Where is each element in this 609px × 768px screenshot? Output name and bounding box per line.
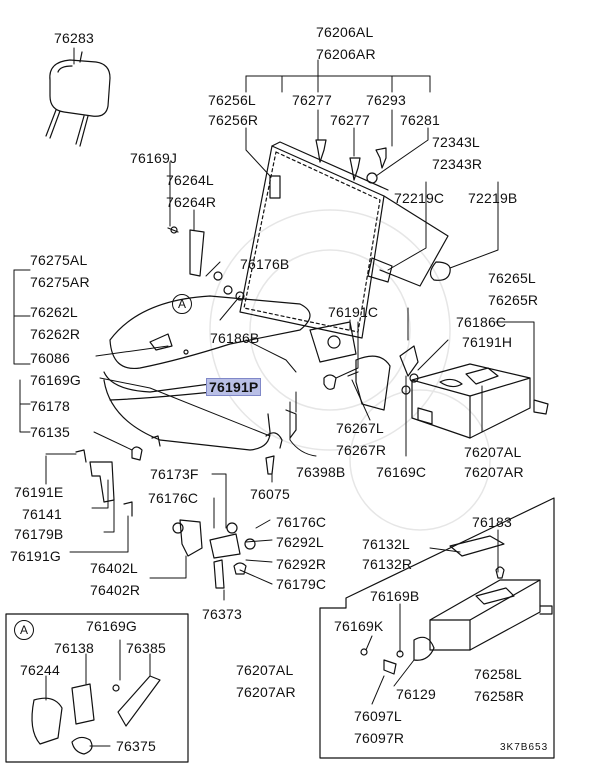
recliner-drawing xyxy=(172,321,419,589)
part-label-72343r[interactable]: 72343R xyxy=(432,156,483,172)
part-label-76169c[interactable]: 76169C xyxy=(376,464,427,480)
part-label-76256l[interactable]: 76256L xyxy=(208,92,256,108)
part-label-76191e[interactable]: 76191E xyxy=(14,484,64,500)
part-label-76176b[interactable]: 76176B xyxy=(240,256,290,272)
part-label-76373[interactable]: 76373 xyxy=(202,606,242,622)
part-label-76402l[interactable]: 76402L xyxy=(90,560,138,576)
part-label-76135[interactable]: 76135 xyxy=(30,424,70,440)
part-label-76176c-b[interactable]: 76176C xyxy=(276,514,327,530)
seat-cushion-drawing xyxy=(103,295,311,451)
part-label-76086[interactable]: 76086 xyxy=(30,350,70,366)
inset-part-label-76138[interactable]: 76138 xyxy=(54,640,94,656)
part-label-76267r[interactable]: 76267R xyxy=(336,442,387,458)
part-label-76169g[interactable]: 76169G xyxy=(30,372,82,388)
part-label-76264r[interactable]: 76264R xyxy=(166,194,217,210)
part-label-76173f[interactable]: 76173F xyxy=(150,466,199,482)
part-label-76169j[interactable]: 76169J xyxy=(130,150,178,166)
leader-lines xyxy=(13,47,535,747)
part-label-76075[interactable]: 76075 xyxy=(250,486,290,502)
part-label-76293[interactable]: 76293 xyxy=(366,92,406,108)
part-label-76169k[interactable]: 76169K xyxy=(334,618,384,634)
part-label-76283[interactable]: 76283 xyxy=(54,30,94,46)
part-label-76207al-bottom[interactable]: 76207AL xyxy=(236,662,294,678)
inset-part-label-76169g[interactable]: 76169G xyxy=(86,618,138,634)
part-label-76264l[interactable]: 76264L xyxy=(166,172,214,188)
part-label-76132l[interactable]: 76132L xyxy=(362,536,410,552)
part-label-76267l[interactable]: 76267L xyxy=(336,420,384,436)
part-label-76179c[interactable]: 76179C xyxy=(276,576,327,592)
inset-part-label-76385[interactable]: 76385 xyxy=(126,640,166,656)
part-label-76402r[interactable]: 76402R xyxy=(90,582,141,598)
armrest-cover-drawing xyxy=(411,363,549,439)
diagram-code: 3K7B653 xyxy=(500,742,549,753)
part-label-76262r[interactable]: 76262R xyxy=(30,326,81,342)
fasteners-drawing xyxy=(75,139,387,517)
part-label-76097r[interactable]: 76097R xyxy=(354,730,405,746)
part-label-76277-b[interactable]: 76277 xyxy=(330,112,370,128)
part-label-76258l[interactable]: 76258L xyxy=(474,666,522,682)
part-label-76292r[interactable]: 76292R xyxy=(276,556,327,572)
watermark-emblem xyxy=(209,209,491,531)
part-label-76262l[interactable]: 76262L xyxy=(30,304,78,320)
part-label-76206ar[interactable]: 76206AR xyxy=(316,46,376,62)
inset-part-label-76244[interactable]: 76244 xyxy=(20,662,60,678)
part-label-76191p-highlighted[interactable]: 76191P xyxy=(206,378,262,396)
part-label-76183[interactable]: 76183 xyxy=(472,514,512,530)
part-label-76256r[interactable]: 76256R xyxy=(208,112,259,128)
part-label-76141[interactable]: 76141 xyxy=(22,506,62,522)
part-label-76191h[interactable]: 76191H xyxy=(462,334,513,350)
parts-box-outline xyxy=(319,497,555,759)
inset-marker-a: A xyxy=(14,620,34,640)
part-label-76169b[interactable]: 76169B xyxy=(370,588,420,604)
part-label-76206al[interactable]: 76206AL xyxy=(316,24,374,40)
armrest-bottom-drawing xyxy=(360,535,553,675)
inset-part-label-76375[interactable]: 76375 xyxy=(116,738,156,754)
part-label-76258r[interactable]: 76258R xyxy=(474,688,525,704)
part-label-76207ar-bottom[interactable]: 76207AR xyxy=(236,684,296,700)
part-label-72219c[interactable]: 72219C xyxy=(394,190,445,206)
part-label-76398b[interactable]: 76398B xyxy=(296,464,346,480)
part-label-76265r[interactable]: 76265R xyxy=(488,292,539,308)
part-label-76132r[interactable]: 76132R xyxy=(362,556,413,572)
part-label-76179b[interactable]: 76179B xyxy=(14,526,64,542)
part-label-76265l[interactable]: 76265L xyxy=(488,270,536,286)
part-label-76186c[interactable]: 76186C xyxy=(456,314,507,330)
part-label-76207ar-top[interactable]: 76207AR xyxy=(464,464,524,480)
part-label-76191c[interactable]: 76191C xyxy=(328,304,379,320)
part-label-76275al[interactable]: 76275AL xyxy=(30,252,88,268)
part-label-72343l[interactable]: 72343L xyxy=(432,134,480,150)
part-label-76178[interactable]: 76178 xyxy=(30,398,70,414)
part-label-76191g[interactable]: 76191G xyxy=(10,548,62,564)
headrest-drawing xyxy=(45,51,111,147)
part-label-72219b[interactable]: 72219B xyxy=(468,190,518,206)
part-label-76281[interactable]: 76281 xyxy=(400,112,440,128)
part-label-76277[interactable]: 76277 xyxy=(292,92,332,108)
part-label-76129[interactable]: 76129 xyxy=(396,686,436,702)
part-label-76186b[interactable]: 76186B xyxy=(210,330,260,346)
part-label-76275ar[interactable]: 76275AR xyxy=(30,274,90,290)
part-label-76292l[interactable]: 76292L xyxy=(276,534,324,550)
part-label-76176c[interactable]: 76176C xyxy=(148,490,199,506)
part-label-76207al-top[interactable]: 76207AL xyxy=(464,444,522,460)
marker-a[interactable]: A xyxy=(172,294,192,314)
part-label-76097l[interactable]: 76097L xyxy=(354,708,402,724)
inset-box-outline xyxy=(5,613,189,763)
